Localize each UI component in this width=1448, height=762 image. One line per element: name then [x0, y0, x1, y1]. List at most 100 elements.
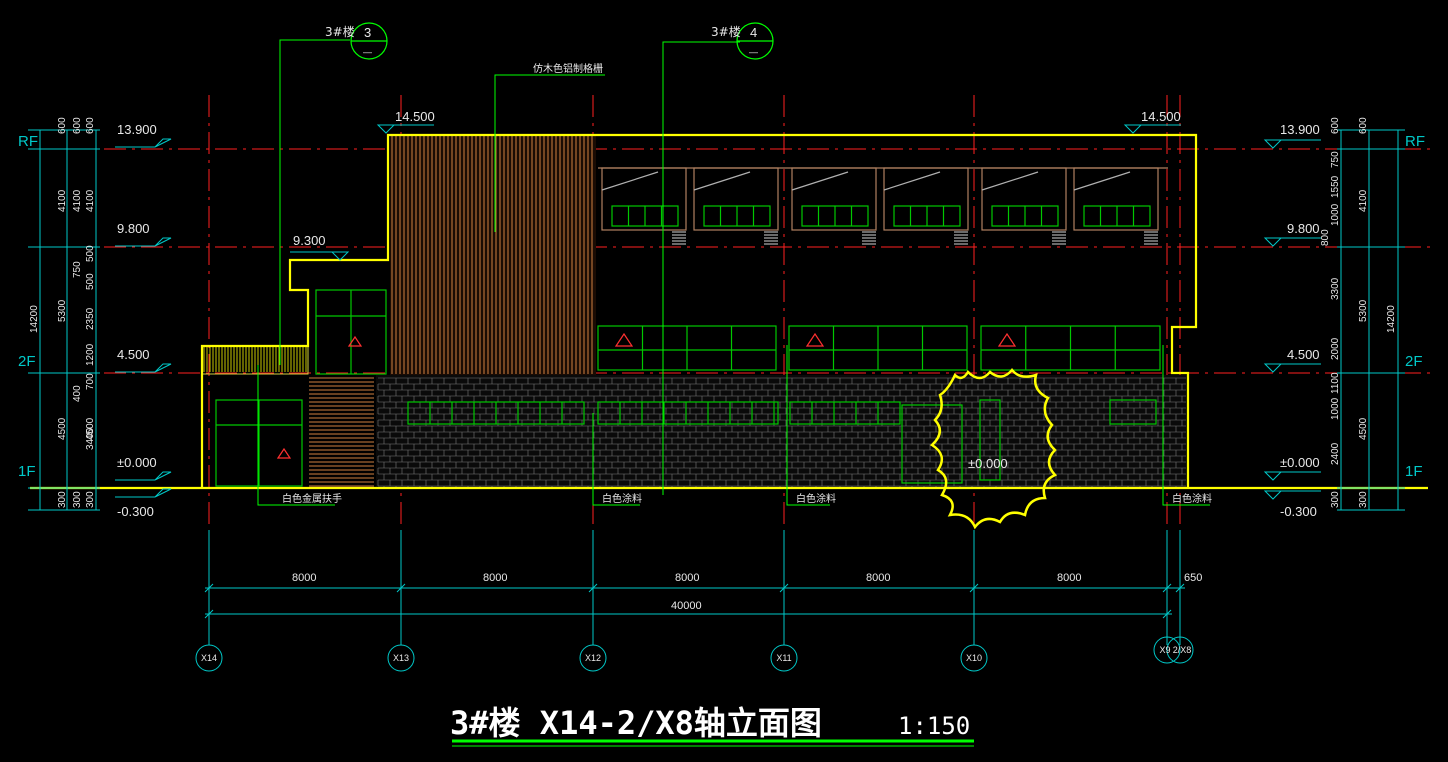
- ldim-in-750: 750: [72, 261, 83, 278]
- ldim-outer-4100: 4100: [57, 189, 68, 212]
- ldim-mid-4100: 4100: [85, 189, 96, 212]
- annotation-paint-2: 白色涂料: [796, 492, 836, 505]
- ldim-mid-300: 300: [85, 491, 96, 508]
- timber-grille: [390, 135, 596, 375]
- rdim-mid-600: 600: [1358, 117, 1369, 134]
- leader-lines: [257, 39, 1210, 506]
- annotation-paint-1: 白色涂料: [602, 492, 642, 505]
- ldim-mid-4500: 4500: [85, 417, 96, 440]
- section-mark-3-sub: —: [363, 47, 372, 57]
- rdim-mid-300: 300: [1358, 491, 1369, 508]
- annotation-grille: 仿木色铝制格栅: [533, 62, 603, 75]
- ldim-in-4100: 4100: [72, 189, 83, 212]
- ldim-mid-600: 600: [85, 117, 96, 134]
- ldim-outer-4500: 4500: [57, 417, 68, 440]
- rdim-mid-5300: 5300: [1358, 299, 1369, 322]
- elev-left-minus300: -0.300: [117, 504, 154, 519]
- horizontal-dim-texts: 8000 8000 8000 8000 8000 650 40000: [292, 572, 1202, 612]
- ground-floor-windows: [215, 289, 1157, 487]
- span-1: 8000: [292, 572, 316, 584]
- section-mark-3-number: 3: [364, 25, 371, 40]
- rdim-mid-4500: 4500: [1358, 417, 1369, 440]
- right-dim-texts: 600 750 1550 1000 800 3300 2000 1100 100…: [1320, 117, 1397, 508]
- ldim-outer-300: 300: [57, 491, 68, 508]
- floor-label-left-rf: RF: [18, 133, 38, 150]
- left-dim-texts: 600 4100 14200 4500 300 600 4100 5300 45…: [29, 117, 96, 508]
- annotation-handrail: 白色金属扶手: [282, 492, 342, 505]
- ldim-in-600: 600: [72, 117, 83, 134]
- axis-label-x14: X14: [201, 653, 217, 663]
- elev-roof-right: 14.500: [1141, 109, 1181, 124]
- ldim-in-400: 400: [72, 385, 83, 402]
- elevation-markers: [115, 124, 1321, 500]
- rdim-in-800: 800: [1320, 229, 1331, 246]
- ldim-outer-600: 600: [57, 117, 68, 134]
- ldim-in-2350: 2350: [85, 307, 96, 330]
- span-4: 8000: [866, 572, 890, 584]
- elev-left-9300: 9.300: [293, 233, 326, 248]
- span-3: 8000: [675, 572, 699, 584]
- stair-cladding: [309, 377, 374, 487]
- ldim-in-500a: 500: [85, 245, 96, 262]
- rdim-in-2000: 2000: [1330, 337, 1341, 360]
- drawing-scale: 1:150: [898, 712, 970, 740]
- ldim-in-300: 300: [72, 491, 83, 508]
- span-6: 650: [1184, 572, 1202, 584]
- axis-label-x11: X11: [776, 653, 791, 663]
- elev-right-9800: 9.800: [1287, 221, 1320, 236]
- rdim-in-600: 600: [1330, 117, 1341, 134]
- section-mark-3-building: 3#楼: [325, 24, 355, 39]
- elev-roof-left: 14.500: [395, 109, 435, 124]
- floor-label-right-2f: 2F: [1405, 353, 1423, 370]
- rdim-in-1550: 1550: [1330, 175, 1341, 198]
- span-5: 8000: [1057, 572, 1081, 584]
- axis-bubbles: [195, 636, 1194, 672]
- axis-label-2x8: 2/X8: [1173, 645, 1192, 655]
- tree-outline: [929, 368, 1058, 530]
- floor-label-left-1f: 1F: [18, 463, 36, 480]
- elev-left-13900: 13.900: [117, 122, 157, 137]
- elev-right-0: ±0.000: [1280, 455, 1320, 470]
- brick-wall: [376, 375, 1188, 488]
- floor-label-right-1f: 1F: [1405, 463, 1423, 480]
- section-marks: [350, 22, 774, 60]
- span-2: 8000: [483, 572, 507, 584]
- span-total: 40000: [671, 600, 702, 612]
- elev-right-4500: 4.500: [1287, 347, 1320, 362]
- ldim-in-1200: 1200: [85, 343, 96, 366]
- annotation-paint-3: 白色涂料: [1172, 492, 1212, 505]
- rdim-in-1000: 1000: [1330, 397, 1341, 420]
- rdim-in-1100: 1100: [1330, 372, 1341, 394]
- rdim-in-2400: 2400: [1330, 442, 1341, 465]
- axis-labels: X14 X13 X12 X11 X10 X9 2/X8: [201, 645, 1191, 663]
- axis-label-x13: X13: [393, 653, 409, 663]
- ldim-in-3400: 3400: [85, 427, 96, 450]
- ldim-in-500b: 500: [85, 273, 96, 290]
- rdim-in-1000: 1000: [1330, 203, 1341, 226]
- building-outline: [30, 133, 1428, 490]
- rdim-in-3300: 3300: [1330, 277, 1341, 300]
- rdim-in-750: 750: [1330, 151, 1341, 168]
- ldim-outer-14200: 14200: [29, 305, 40, 333]
- axis-label-x9: X9: [1159, 645, 1170, 655]
- section-mark-4-sub: —: [749, 47, 758, 57]
- dimension-lines: [28, 129, 1405, 645]
- elev-right-minus300: -0.300: [1280, 504, 1317, 519]
- axis-label-x12: X12: [585, 653, 601, 663]
- drawing-title: 3#楼 X14-2/X8轴立面图: [450, 704, 822, 742]
- section-mark-4-number: 4: [750, 25, 757, 40]
- floor-label-right-rf: RF: [1405, 133, 1425, 150]
- rdim-mid-4100: 4100: [1358, 189, 1369, 212]
- elev-right-13900: 13.900: [1280, 122, 1320, 137]
- floor-label-left-2f: 2F: [18, 353, 36, 370]
- second-floor-windows: [597, 325, 1161, 371]
- ldim-in-700: 700: [85, 373, 96, 390]
- rdim-in-300: 300: [1330, 491, 1341, 508]
- elev-left-0: ±0.000: [117, 455, 157, 470]
- elev-left-9800: 9.800: [117, 221, 150, 236]
- elev-left-4500: 4.500: [117, 347, 150, 362]
- rdim-out-14200: 14200: [1386, 305, 1397, 333]
- section-mark-4-building: 3#楼: [711, 24, 741, 39]
- ldim-mid-5300: 5300: [57, 299, 68, 322]
